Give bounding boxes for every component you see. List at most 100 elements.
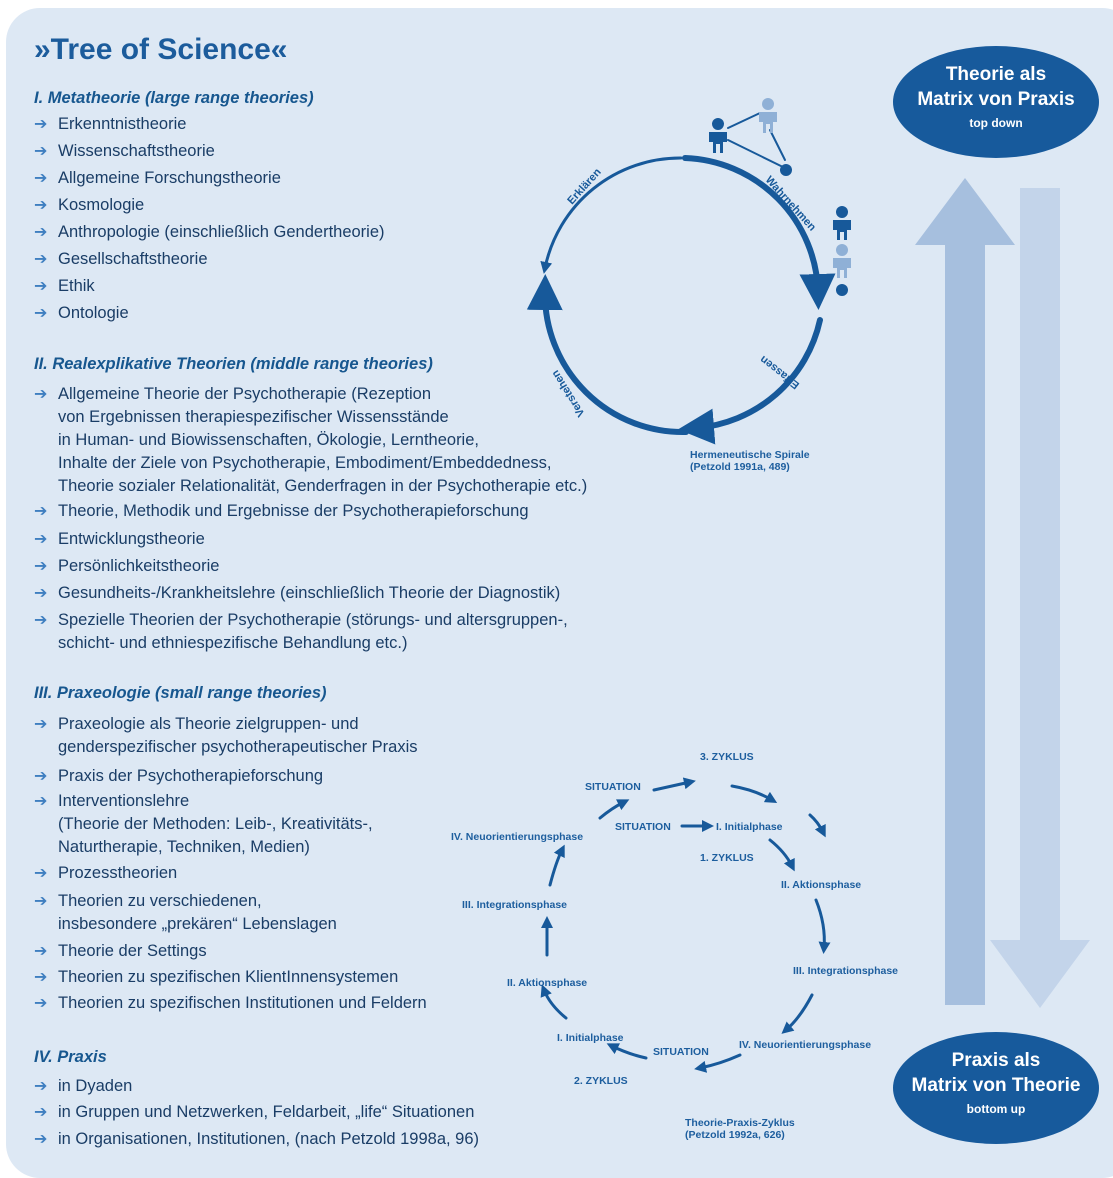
arrow-right-icon: ➔ [34, 1104, 48, 1121]
list-item-line: genderspezifischer psychotherapeutischer… [58, 738, 418, 756]
person-icon-light-2 [833, 244, 851, 278]
list-item-line: Persönlichkeitstheorie [58, 557, 220, 575]
spiral-caption: Hermeneutische Spirale (Petzold 1991a, 4… [690, 449, 810, 473]
arrow-right-icon: ➔ [34, 1131, 48, 1148]
label-integration-right: III. Integrationsphase [793, 965, 898, 977]
list-item: ➔in Dyaden [34, 1075, 132, 1098]
list-item: ➔ Theorien zu spezifischen KlientInnensys… [34, 966, 399, 989]
section-heading-1: I. Metatheorie (large range theories) [34, 89, 314, 107]
list-item: ➔Theorien zu spezifischen Institutionen … [34, 992, 427, 1015]
list-item: ➔Allgemeine Forschungstheorie [34, 167, 281, 190]
list-item: ➔Prozesstheorien [34, 862, 177, 885]
list-item-line: Kosmologie [58, 196, 145, 214]
list-item: ➔ in Gruppen und Netzwerken, Feldarbeit, … [34, 1101, 475, 1124]
list-item: ➔ Gesellschaftstheorie [34, 248, 208, 271]
list-item: ➔Kosmologie [34, 194, 145, 217]
label-situation-bottom: SITUATION [653, 1046, 709, 1058]
dot-icon-2 [836, 284, 848, 296]
page-title: »Tree of Science« [34, 33, 288, 66]
oval-bottom-line2: Matrix von Theorie [911, 1075, 1081, 1096]
list-item-line: Spezielle Theorien der Psychotherapie (s… [58, 611, 568, 629]
section-heading-2: II. Realexplikative Theorien (middle ran… [34, 355, 433, 373]
label-initial-inner: I. Initialphase [716, 821, 783, 833]
arrow-right-icon: ➔ [34, 531, 48, 548]
list-item-line: Praxis der Psychotherapieforschung [58, 767, 324, 785]
oval-practice-bottom-up: Praxis als Matrix von Theorie bottom up [893, 1032, 1099, 1144]
arrow-right-icon: ➔ [34, 793, 48, 810]
person-icon-dark-2 [833, 206, 851, 240]
section-heading-4: IV. Praxis [34, 1048, 107, 1066]
up-arrow [915, 178, 1015, 1005]
list-item-line: in Human- und Biowissenschaften, Ökologi… [58, 431, 479, 449]
arrow-right-icon: ➔ [34, 585, 48, 602]
list-item-line: Erkenntnistheorie [58, 115, 187, 133]
list-item: ➔Anthropologie (einschließlich Genderthe… [34, 221, 385, 244]
oval-theory-top-down: Theorie als Matrix von Praxis top down [893, 46, 1099, 158]
arrow-right-icon: ➔ [34, 251, 48, 268]
label-aktion-left: II. Aktionsphase [507, 977, 587, 989]
list-item-line: in Gruppen und Netzwerken, Feldarbeit, „… [58, 1103, 475, 1121]
list-item: ➔Wissenschaftstheorie [34, 140, 215, 163]
list-item-line: Praxeologie als Theorie zielgruppen- und [58, 715, 359, 733]
spiral-caption-line1: Hermeneutische Spirale [690, 449, 810, 461]
list-item-line: Theorie der Settings [58, 942, 207, 960]
list-item: ➔ Theorie der Settings [34, 940, 207, 963]
list-item: ➔ Theorien zu verschiedenen, insbesondere … [34, 890, 337, 936]
down-arrow [990, 188, 1090, 1008]
list-item: ➔ Spezielle Theorien der Psychotherapie (… [34, 609, 568, 655]
cycle-labels: 3. ZYKLUS SITUATION SITUATION I. Initial… [451, 751, 898, 1087]
list-item: ➔Ethik [34, 275, 95, 298]
list-item: ➔Entwicklungstheorie [34, 528, 205, 551]
list-item-line: insbesondere „prekären“ Lebenslagen [58, 915, 337, 933]
dot-icon-1 [780, 164, 792, 176]
arrow-right-icon: ➔ [34, 943, 48, 960]
hermeneutic-spiral [526, 112, 836, 445]
list-item-line: Gesellschaftstheorie [58, 250, 208, 268]
label-situation-outer: SITUATION [585, 781, 641, 793]
oval-top-sub: top down [969, 116, 1023, 130]
list-item: ➔Gesundheits-/Krankheitslehre (einschlie… [34, 582, 560, 605]
list-item-line: Allgemeine Theorie der Psychotherapie (R… [58, 385, 431, 403]
arrow-right-icon: ➔ [34, 503, 48, 520]
background-panel [6, 8, 1113, 1178]
label-situation-inner: SITUATION [615, 821, 671, 833]
list-item-line: von Ergebnissen therapiespezifischer Wis… [58, 408, 449, 426]
list-item: ➔ Ontologie [34, 302, 129, 325]
practice-cycle-arrows [540, 777, 831, 1073]
list-item-line: Theorien zu verschiedenen, [58, 892, 262, 910]
arrow-right-icon: ➔ [34, 969, 48, 986]
list-item: ➔ Praxis der Psychotherapieforschung [34, 765, 324, 788]
list-item-line: Theorien zu spezifischen KlientInnensyst… [58, 968, 399, 986]
arrow-right-icon: ➔ [34, 170, 48, 187]
list-item-line: schicht- und ethniespezifische Behandlun… [58, 634, 408, 652]
arrow-right-icon: ➔ [34, 768, 48, 785]
list-item: ➔ in Organisationen, Institutionen, (nach… [34, 1128, 480, 1151]
label-zyklus3: 3. ZYKLUS [700, 751, 754, 763]
arrow-right-icon: ➔ [34, 305, 48, 322]
arrow-right-icon: ➔ [34, 386, 48, 403]
arrow-right-icon: ➔ [34, 612, 48, 629]
arrow-right-icon: ➔ [34, 893, 48, 910]
cycle-caption-line1: Theorie-Praxis-Zyklus [685, 1117, 795, 1129]
list-item: ➔ Allgemeine Theorie der Psychotherapie (… [34, 383, 587, 498]
list-item-line: Wissenschaftstheorie [58, 142, 215, 160]
label-wahrnehmen: Wahrnehmen [763, 174, 818, 234]
list-item: ➔Theorie, Methodik und Ergebnisse der Ps… [34, 500, 529, 523]
list-item: ➔Persönlichkeitstheorie [34, 555, 220, 578]
list-item-line: Ontologie [58, 304, 129, 322]
arrow-right-icon: ➔ [34, 716, 48, 733]
person-icon-dark-1 [709, 118, 727, 153]
cycle-caption-line2: (Petzold 1992a, 626) [685, 1129, 785, 1141]
list-item: ➔ Praxeologie als Theorie zielgruppen- un… [34, 713, 418, 759]
arrow-right-icon: ➔ [34, 865, 48, 882]
arrow-right-icon: ➔ [34, 224, 48, 241]
arrow-right-icon: ➔ [34, 116, 48, 133]
list-item-line: in Organisationen, Institutionen, (nach … [58, 1130, 480, 1148]
arrow-right-icon: ➔ [34, 1078, 48, 1095]
cycle-caption: Theorie-Praxis-Zyklus (Petzold 1992a, 62… [685, 1117, 795, 1141]
list-item-line: (Theorie der Methoden: Leib-, Kreativitä… [58, 815, 373, 833]
list-item-line: Theorien zu spezifischen Institutionen u… [58, 994, 427, 1012]
list-item-line: Naturtherapie, Techniken, Medien) [58, 838, 310, 856]
person-icon-light-1 [759, 98, 777, 133]
